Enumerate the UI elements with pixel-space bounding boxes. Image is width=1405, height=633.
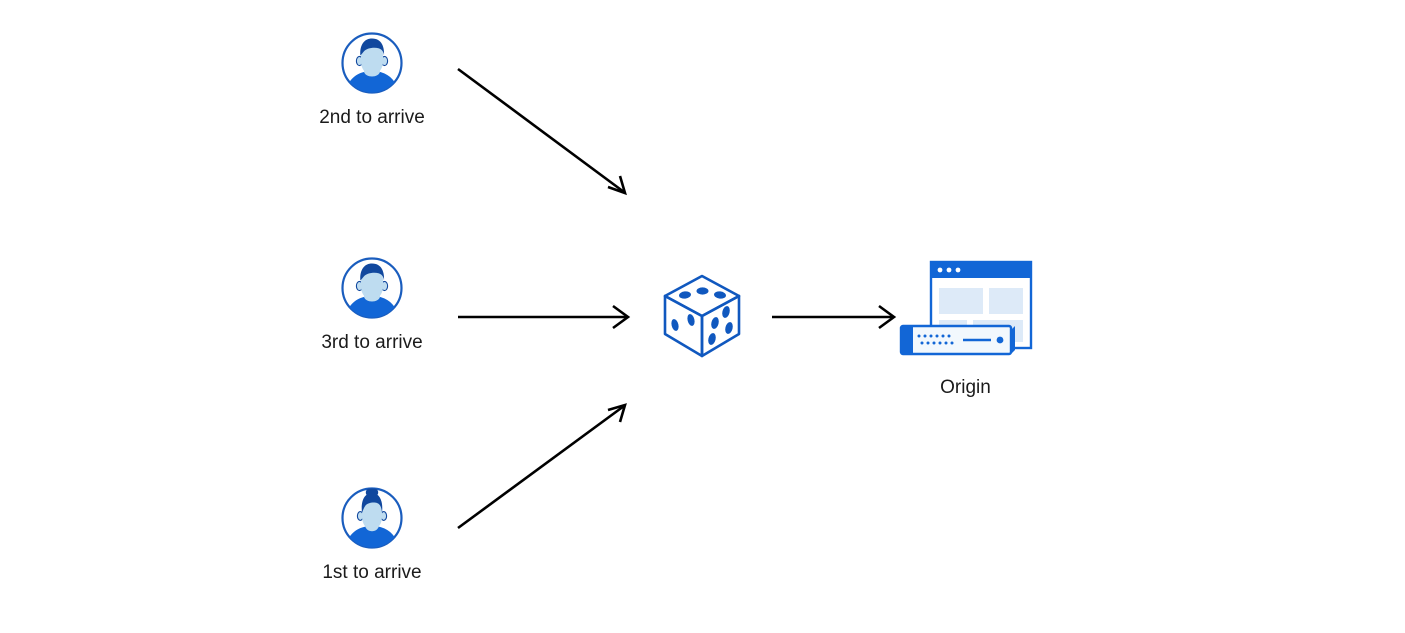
client-node-2nd: 2nd to arrive [308, 31, 436, 130]
client-node-3rd: 3rd to arrive [308, 256, 436, 355]
server-device-icon [899, 324, 1015, 356]
dice-icon [658, 270, 746, 364]
user-avatar-icon [340, 31, 404, 95]
arrow-1st-to-dice [457, 403, 627, 530]
origin-node: Origin [893, 258, 1038, 400]
arrow-2nd-to-dice [457, 67, 627, 196]
client-label-2nd: 2nd to arrive [319, 107, 425, 128]
arrow-dice-to-origin [772, 304, 897, 330]
arrow-3rd-to-dice [458, 304, 631, 330]
origin-label: Origin [940, 377, 991, 398]
client-node-1st: 1st to arrive [308, 486, 436, 585]
client-label-3rd: 3rd to arrive [321, 332, 423, 353]
user-avatar-icon [340, 256, 404, 320]
client-label-1st: 1st to arrive [322, 562, 422, 583]
origin-server-icon [893, 258, 1038, 363]
user-avatar-icon [340, 486, 404, 550]
load-balancer-node [658, 270, 746, 364]
